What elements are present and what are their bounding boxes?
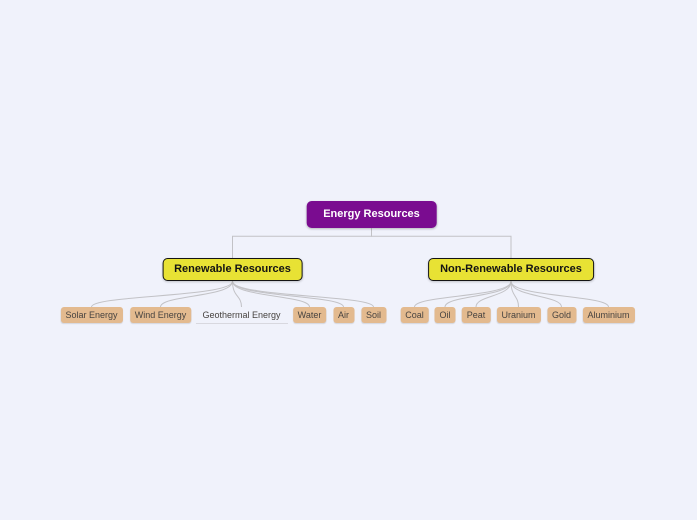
leaf-node-aluminium[interactable]: Aluminium — [582, 307, 635, 323]
root-node-energy-resources[interactable]: Energy Resources — [306, 201, 437, 229]
leaf-node-soil[interactable]: Soil — [360, 307, 387, 323]
leaf-node-wind-energy[interactable]: Wind Energy — [129, 307, 192, 323]
leaf-node-peat[interactable]: Peat — [461, 307, 491, 323]
leaf-node-oil[interactable]: Oil — [434, 307, 456, 323]
leaf-node-coal[interactable]: Coal — [400, 307, 429, 323]
branch-node-renewable-resources[interactable]: Renewable Resources — [162, 258, 303, 282]
leaf-node-air[interactable]: Air — [333, 307, 354, 323]
leaf-node-solar-energy[interactable]: Solar Energy — [60, 307, 123, 323]
leaf-node-gold[interactable]: Gold — [546, 307, 577, 323]
leaf-node-geothermal-energy[interactable]: Geothermal Energy — [195, 307, 288, 324]
branch-node-non-renewable-resources[interactable]: Non-Renewable Resources — [428, 258, 594, 282]
leaf-node-water[interactable]: Water — [292, 307, 327, 323]
leaf-node-uranium[interactable]: Uranium — [496, 307, 541, 323]
